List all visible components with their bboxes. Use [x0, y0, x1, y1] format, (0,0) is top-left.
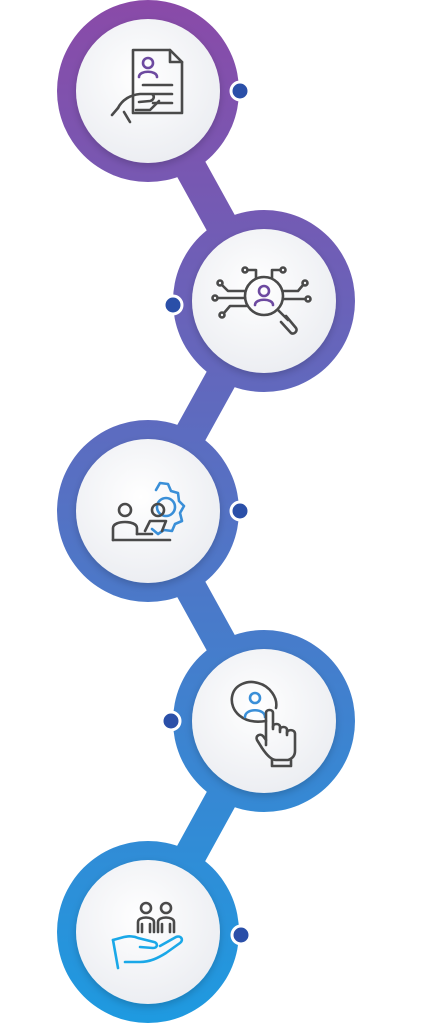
step-inner-circle [76, 860, 220, 1004]
hand-holding-people-icon [111, 901, 184, 970]
step-dot [160, 710, 182, 732]
step-1 [57, 0, 251, 182]
step-5 [57, 841, 252, 1023]
step-dot [229, 500, 251, 522]
step-dot [229, 80, 251, 102]
resume-in-hand-icon [110, 48, 184, 124]
step-2 [162, 210, 355, 392]
hand-selecting-person-icon [230, 680, 297, 768]
candidate-search-magnifier-icon [211, 266, 312, 335]
step-dot [162, 294, 184, 316]
step-dot [230, 924, 252, 946]
step-3 [57, 420, 251, 602]
interview-at-laptop-with-gear-icon [111, 481, 186, 542]
step-inner-circle [76, 439, 220, 583]
step-4 [160, 630, 355, 812]
step-inner-circle [76, 19, 220, 163]
